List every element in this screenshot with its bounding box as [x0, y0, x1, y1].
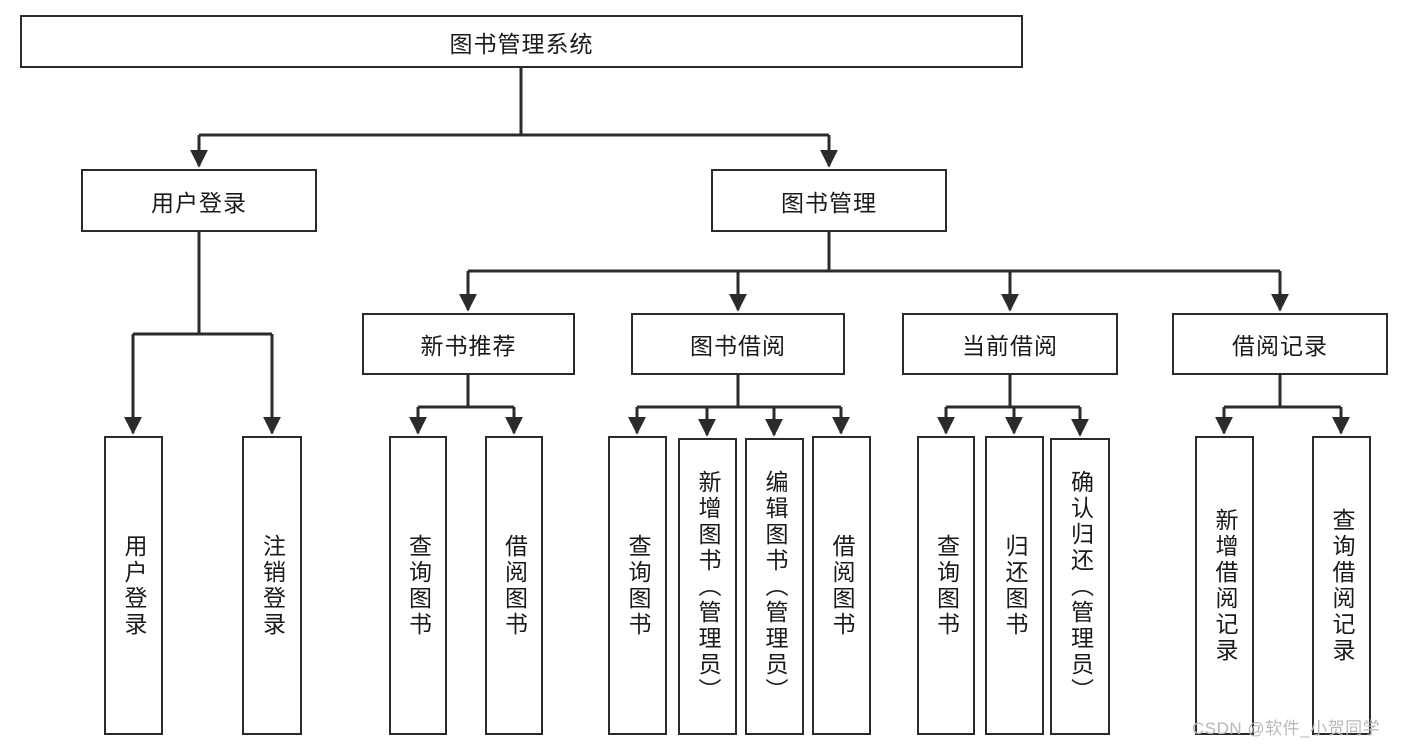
leaf-cb-confirm-return[interactable]: 确认归还（管理员）: [1050, 438, 1110, 735]
node-book-borrow-label: 图书借阅: [690, 333, 786, 359]
leaf-cb-confirm-return-label: 确认归还（管理员）: [1067, 469, 1094, 704]
node-book-manage[interactable]: 图书管理: [711, 169, 947, 232]
leaf-nb-query-book-label: 查询图书: [405, 533, 432, 638]
leaf-cb-return-book[interactable]: 归还图书: [985, 436, 1044, 735]
node-user-login-label: 用户登录: [151, 189, 247, 216]
leaf-bb-add-book-label: 新增图书（管理员）: [695, 469, 721, 704]
leaf-user-login-label: 用户登录: [121, 533, 147, 638]
leaf-br-query-record[interactable]: 查询借阅记录: [1312, 436, 1371, 735]
leaf-bb-add-book[interactable]: 新增图书（管理员）: [678, 438, 737, 735]
leaf-br-add-record[interactable]: 新增借阅记录: [1195, 436, 1254, 735]
leaf-br-query-record-label: 查询借阅记录: [1329, 507, 1355, 664]
node-root-label: 图书管理系统: [449, 30, 594, 57]
leaf-nb-borrow-book-label: 借阅图书: [501, 533, 528, 638]
node-new-book-recommend[interactable]: 新书推荐: [362, 313, 575, 375]
leaf-cb-return-book-label: 归还图书: [1002, 533, 1028, 638]
node-borrow-records-label: 借阅记录: [1232, 333, 1328, 359]
leaf-bb-query-book[interactable]: 查询图书: [608, 436, 667, 735]
leaf-bb-edit-book-label: 编辑图书（管理员）: [762, 469, 788, 704]
node-user-login[interactable]: 用户登录: [81, 169, 317, 232]
leaf-bb-query-book-label: 查询图书: [625, 533, 651, 638]
node-current-borrow-label: 当前借阅: [962, 333, 1058, 359]
node-book-borrow[interactable]: 图书借阅: [631, 313, 845, 375]
leaf-cb-query-book-label: 查询图书: [933, 533, 960, 638]
leaf-bb-borrow-book[interactable]: 借阅图书: [812, 436, 871, 735]
leaf-logout[interactable]: 注销登录: [242, 436, 302, 735]
leaf-nb-borrow-book[interactable]: 借阅图书: [485, 436, 543, 735]
leaf-user-login[interactable]: 用户登录: [104, 436, 163, 735]
leaf-bb-borrow-book-label: 借阅图书: [829, 533, 855, 638]
leaf-logout-label: 注销登录: [259, 533, 286, 638]
node-book-manage-label: 图书管理: [781, 189, 877, 216]
node-borrow-records[interactable]: 借阅记录: [1172, 313, 1388, 375]
leaf-cb-query-book[interactable]: 查询图书: [917, 436, 975, 735]
watermark: CSDN @软件_小贺同学: [1192, 719, 1381, 738]
leaf-bb-edit-book[interactable]: 编辑图书（管理员）: [745, 438, 804, 735]
node-new-book-recommend-label: 新书推荐: [420, 333, 517, 359]
leaf-br-add-record-label: 新增借阅记录: [1212, 507, 1238, 664]
node-current-borrow[interactable]: 当前借阅: [902, 313, 1118, 375]
leaf-nb-query-book[interactable]: 查询图书: [389, 436, 447, 735]
node-root[interactable]: 图书管理系统: [20, 15, 1023, 68]
